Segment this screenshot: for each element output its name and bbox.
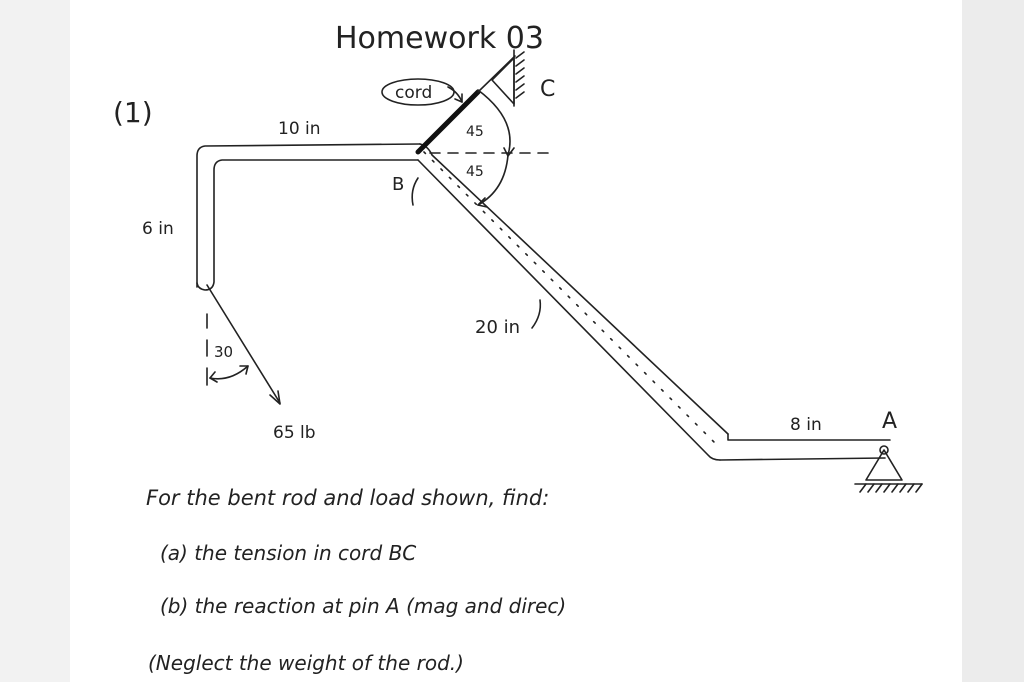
right-margin [962,0,1024,682]
rod-diagonal-outer-edge [419,143,729,435]
cord-extension [477,55,516,93]
label-angle-load: 30 [214,343,233,361]
b-pointer-curve [411,177,419,206]
label-point-a: A [882,409,897,434]
load-angle-arrowhead-right [239,365,249,375]
load-force-line [206,284,281,404]
cord-pointer-arrowhead [454,93,463,103]
label-angle-bottom: 45 [466,164,484,180]
angle-arc-bottom-arrowhead [477,197,488,208]
problem-number: (1) [113,96,153,129]
rod-bottom-lower-edge [719,457,886,461]
rod-left-inner-edge [196,159,419,291]
rod-diagonal-centerline [423,151,719,447]
angle-arc-bottom [477,154,509,206]
rod-diagonal-inner-edge [417,159,721,461]
label-cord: cord [395,83,432,103]
cord-bc [415,89,481,155]
label-angle-top: 45 [466,124,484,140]
label-length-left: 6 in [142,219,174,239]
question-intro: For the bent rod and load shown, find: [146,486,549,510]
label-length-diagonal: 20 in [475,317,520,338]
angle-arc-top [477,89,511,156]
diag-dimension-pointer [531,299,542,329]
label-load: 65 lb [273,423,316,443]
rod-bottom-top-edge [727,433,891,441]
bent-rod [196,143,891,461]
support-c [491,49,525,107]
question-b: (b) the reaction at pin A (mag and direc… [160,594,566,618]
label-length-top: 10 in [278,119,321,139]
homework-sheet [70,0,962,682]
question-note: (Neglect the weight of the rod.) [148,651,464,675]
left-margin [0,0,70,682]
rod-top-outer-edge [196,143,421,288]
load-angle-arrowhead-left [209,371,218,383]
label-point-b: B [392,174,404,195]
label-length-bottom: 8 in [790,415,822,435]
label-point-c: C [540,77,555,102]
load-angle-arc [209,365,249,380]
pin-support-a [854,445,923,493]
question-a: (a) the tension in cord BC [160,541,416,565]
cord-label-circle [381,78,455,106]
load-arrowhead [269,390,281,405]
homework-title: Homework 03 [335,21,544,56]
